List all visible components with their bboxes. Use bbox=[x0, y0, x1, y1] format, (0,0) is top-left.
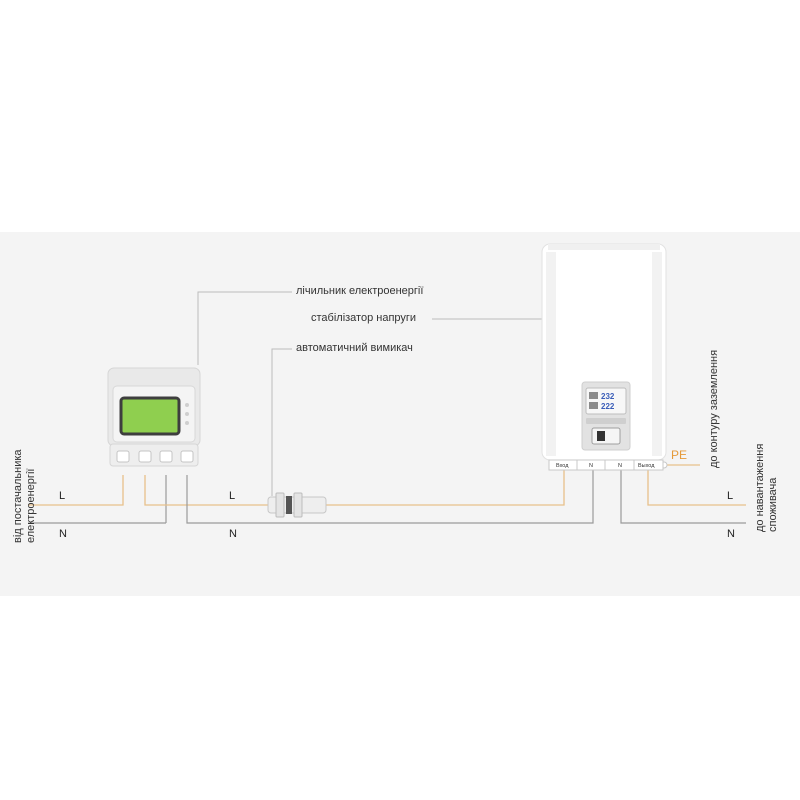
wire-label-N-load: N bbox=[727, 528, 735, 540]
terminal-block bbox=[548, 459, 664, 471]
supplier-text-line2: електроенергії bbox=[25, 468, 37, 543]
meter-led bbox=[185, 403, 189, 407]
leader-lines bbox=[197, 291, 542, 496]
voltage-stabilizer: Вход N N Выход bbox=[541, 243, 667, 471]
circuit-breaker bbox=[267, 492, 327, 518]
supplier-text-line1: від постачальника bbox=[12, 449, 24, 543]
load-text: до навантаження споживача bbox=[754, 444, 780, 532]
supply-L-wire bbox=[28, 475, 124, 506]
load-text-line1: до навантаження bbox=[754, 443, 766, 532]
wire-label-PE: PE bbox=[671, 448, 688, 462]
meter-leader-line bbox=[197, 291, 292, 365]
wires bbox=[28, 461, 746, 524]
load-text-line2: споживача bbox=[767, 477, 779, 532]
wire-label-N-middle: N bbox=[229, 528, 237, 540]
supplier-text: від постачальника електроенергії bbox=[12, 449, 38, 543]
meter-terminals bbox=[116, 450, 194, 463]
wire-label-L-load: L bbox=[727, 490, 734, 502]
ground-text: до контуру заземлення bbox=[708, 349, 720, 468]
display-top-value: 232 bbox=[601, 392, 615, 401]
stabilizer-label: стабілізатор напруги bbox=[311, 312, 417, 324]
load-N-wire bbox=[620, 470, 746, 524]
electricity-meter bbox=[107, 367, 201, 467]
load-L-wire bbox=[647, 470, 746, 506]
breaker-label: автоматичний вимикач bbox=[296, 342, 413, 354]
display-bottom-value: 222 bbox=[601, 402, 615, 411]
terminal-output-label: Выход bbox=[638, 463, 655, 469]
meter-L-out-wire bbox=[144, 475, 268, 506]
breaker-leader-line bbox=[271, 348, 292, 496]
meter-N-out-wire bbox=[186, 470, 594, 524]
wire-label-L-supply: L bbox=[59, 490, 66, 502]
terminal-n2-label: N bbox=[618, 463, 622, 469]
terminal-input-label: Вход bbox=[556, 463, 569, 469]
wire-label-L-middle: L bbox=[229, 490, 236, 502]
terminal-n1-label: N bbox=[589, 463, 593, 469]
breaker-L-out-wire bbox=[326, 470, 565, 506]
wire-label-N-supply: N bbox=[59, 528, 67, 540]
meter-display bbox=[119, 396, 181, 436]
meter-label: лічильник електроенергії bbox=[296, 285, 424, 297]
